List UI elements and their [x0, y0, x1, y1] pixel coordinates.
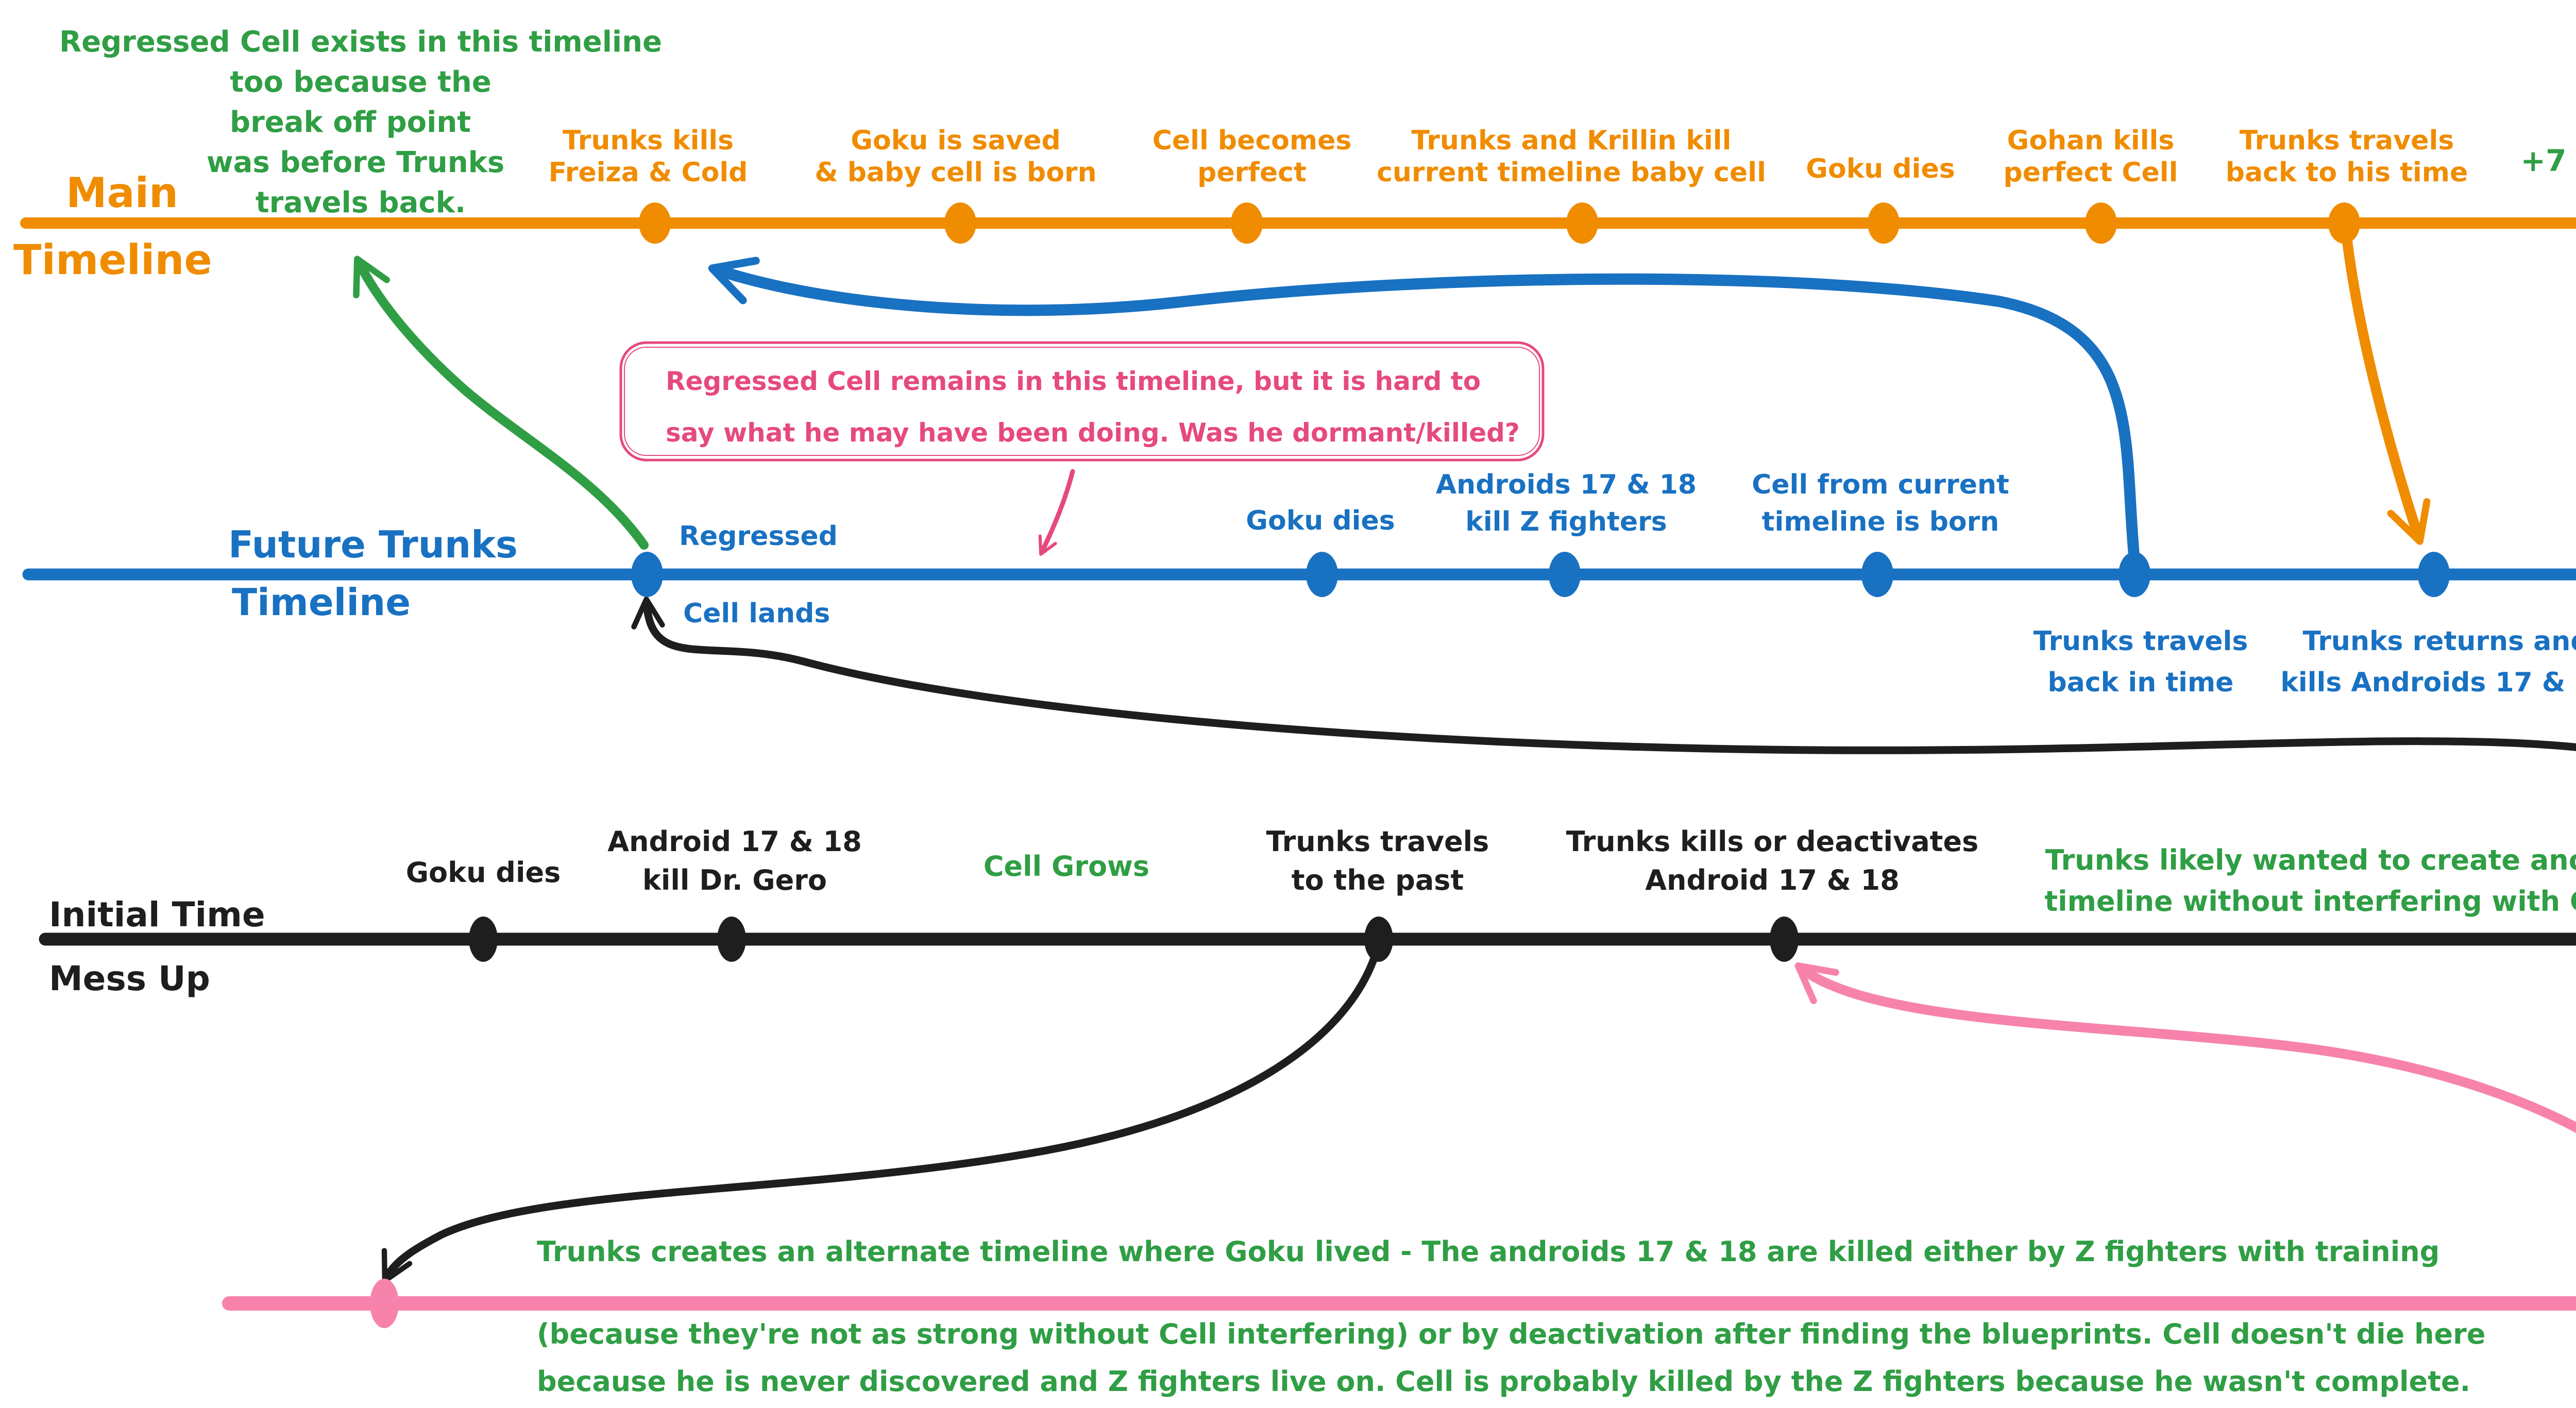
breakoff-note: travels back. [256, 186, 466, 219]
timeline-main-event-dot [1231, 202, 1263, 244]
timeline-main-event-dot [639, 202, 671, 244]
breakoff-note: Regressed Cell exists in this timeline [59, 25, 662, 59]
timeline-future-trunks-event-label: Cell from current [1752, 469, 2009, 500]
crimson-pointer-arrow [1038, 469, 1075, 556]
timeline-initial-mess-up-event-dot [469, 917, 498, 962]
timeline-initial-mess-up-event-label: Goku dies [406, 856, 561, 889]
timeline-main-event-label: Gohan kills [2007, 125, 2175, 156]
timeline-initial-mess-up-event-dot [1364, 917, 1393, 962]
cell-grows-note: Cell Grows [984, 850, 1149, 883]
timeline-main-event-label: Goku is saved [851, 125, 1060, 156]
alternate-timeline-note: (because they're not as strong without C… [537, 1318, 2485, 1350]
timeline-initial-mess-up-event-dot [717, 917, 746, 962]
regressed-cell-callout-box-inner-stroke [624, 347, 1540, 456]
timeline-future-trunks-title: Future Trunks [228, 523, 518, 566]
timeline-future-trunks-event-dot [631, 552, 663, 597]
timeline-initial-mess-up-event-label: to the past [1292, 864, 1464, 896]
timeline-future-trunks-event-dot [2119, 552, 2150, 597]
regressed-cell-callout-box [619, 341, 1545, 462]
timeline-initial-mess-up-event-label: Android 17 & 18 [607, 825, 862, 858]
alternate-timeline-note: because he is never discovered and Z fig… [537, 1365, 2470, 1398]
timeline-main-event-dot [2085, 202, 2117, 244]
timeline-future-trunks-event-label: timeline is born [1762, 506, 1999, 537]
timeline-main-event-dot [944, 202, 976, 244]
timeline-main-event-label: back to his time [2226, 157, 2468, 188]
pink-return-arrow [1794, 962, 2576, 1133]
timeline-future-trunks-event-label: Androids 17 & 18 [1436, 469, 1697, 500]
timeline-future-trunks-title: Timeline [232, 581, 411, 624]
alternate-timeline-note: Trunks creates an alternate timeline whe… [537, 1235, 2439, 1268]
timeline-main-title: Timeline [13, 236, 212, 284]
timeline-main-event-label: Trunks kills [563, 125, 734, 156]
timeline-future-trunks-event-label: Trunks travels [2033, 626, 2248, 657]
regressed-cell-callout-text: say what he may have been doing. Was he … [666, 418, 1520, 448]
timeline-main-event-label: Goku dies [1806, 154, 1955, 184]
timeline-initial-mess-up-title: Initial Time [49, 895, 265, 935]
timeline-main-event-dot [1566, 202, 1598, 244]
timeline-main-event-dot [1868, 202, 1900, 244]
timeline-future-trunks-event-label: Regressed [679, 521, 838, 552]
regressed-cell-callout-text: Regressed Cell remains in this timeline,… [666, 366, 1481, 396]
timeline-future-trunks-event-dot [1306, 552, 1338, 597]
timeline-main-event-label: Freiza & Cold [549, 157, 748, 188]
timeline-future-trunks-event-label: kills Androids 17 & 18 [2280, 667, 2576, 698]
timeline-main-event-label: perfect [1197, 157, 1307, 188]
black-cell-return-arrow [631, 596, 2576, 754]
timeline-future-trunks-event-label: back in time [2048, 667, 2234, 698]
timeline-initial-mess-up-event-dot [1770, 917, 1799, 962]
timeline-future-trunks-event-dot [1549, 552, 1581, 597]
timeline-main-event-label: & baby cell is born [815, 157, 1096, 188]
timeline-main-event-dot [2328, 202, 2360, 244]
blue-return-arrow [708, 257, 2140, 566]
timeline-main-title: Main [66, 169, 178, 217]
timeline-initial-mess-up-event-label: Android 17 & 18 [1645, 864, 1900, 896]
timeline-alternate-event-dot [370, 1279, 399, 1328]
timeline-main-event-label: perfect Cell [2004, 157, 2178, 188]
timeline-main-event-label: Cell becomes [1153, 125, 1352, 156]
timeline-future-trunks-event-label: Cell lands [683, 598, 830, 629]
breakoff-note: break off point [230, 106, 471, 139]
timeline-future-trunks-event-dot [1861, 552, 1893, 597]
timeline-future-trunks-event-label: Goku dies [1246, 505, 1395, 536]
timeline-main-event-label: Trunks and Krillin kill [1412, 125, 1732, 156]
green-breakoff-arrow [353, 256, 649, 550]
breakoff-note: too because the [230, 65, 492, 99]
timeline-initial-mess-up-event-label: Trunks kills or deactivates [1566, 825, 1978, 858]
orange-return-arrow [2342, 236, 2431, 545]
timeline-future-trunks-event-label: kill Z fighters [1465, 506, 1667, 537]
timeline-initial-mess-up-event-label: Trunks travels [1266, 825, 1489, 858]
trunks-intent-note: Trunks likely wanted to create another [2045, 844, 2576, 876]
timeline-main-event-label: Trunks travels [2240, 125, 2454, 156]
timeline-future-trunks-event-label: Trunks returns and [2303, 626, 2576, 657]
black-alternate-arrow [381, 950, 1380, 1284]
buu-saga-note: +7 years to Buu Saga [2520, 143, 2576, 178]
timeline-main-event-label: current timeline baby cell [1377, 157, 1766, 188]
timeline-future-trunks-event-dot [2418, 552, 2450, 597]
timeline-initial-mess-up-event-label: kill Dr. Gero [642, 864, 827, 896]
timeline-initial-mess-up-title: Mess Up [49, 959, 210, 998]
breakoff-note: was before Trunks [207, 146, 504, 179]
trunks-intent-note: timeline without interfering with Goku [2044, 885, 2576, 918]
